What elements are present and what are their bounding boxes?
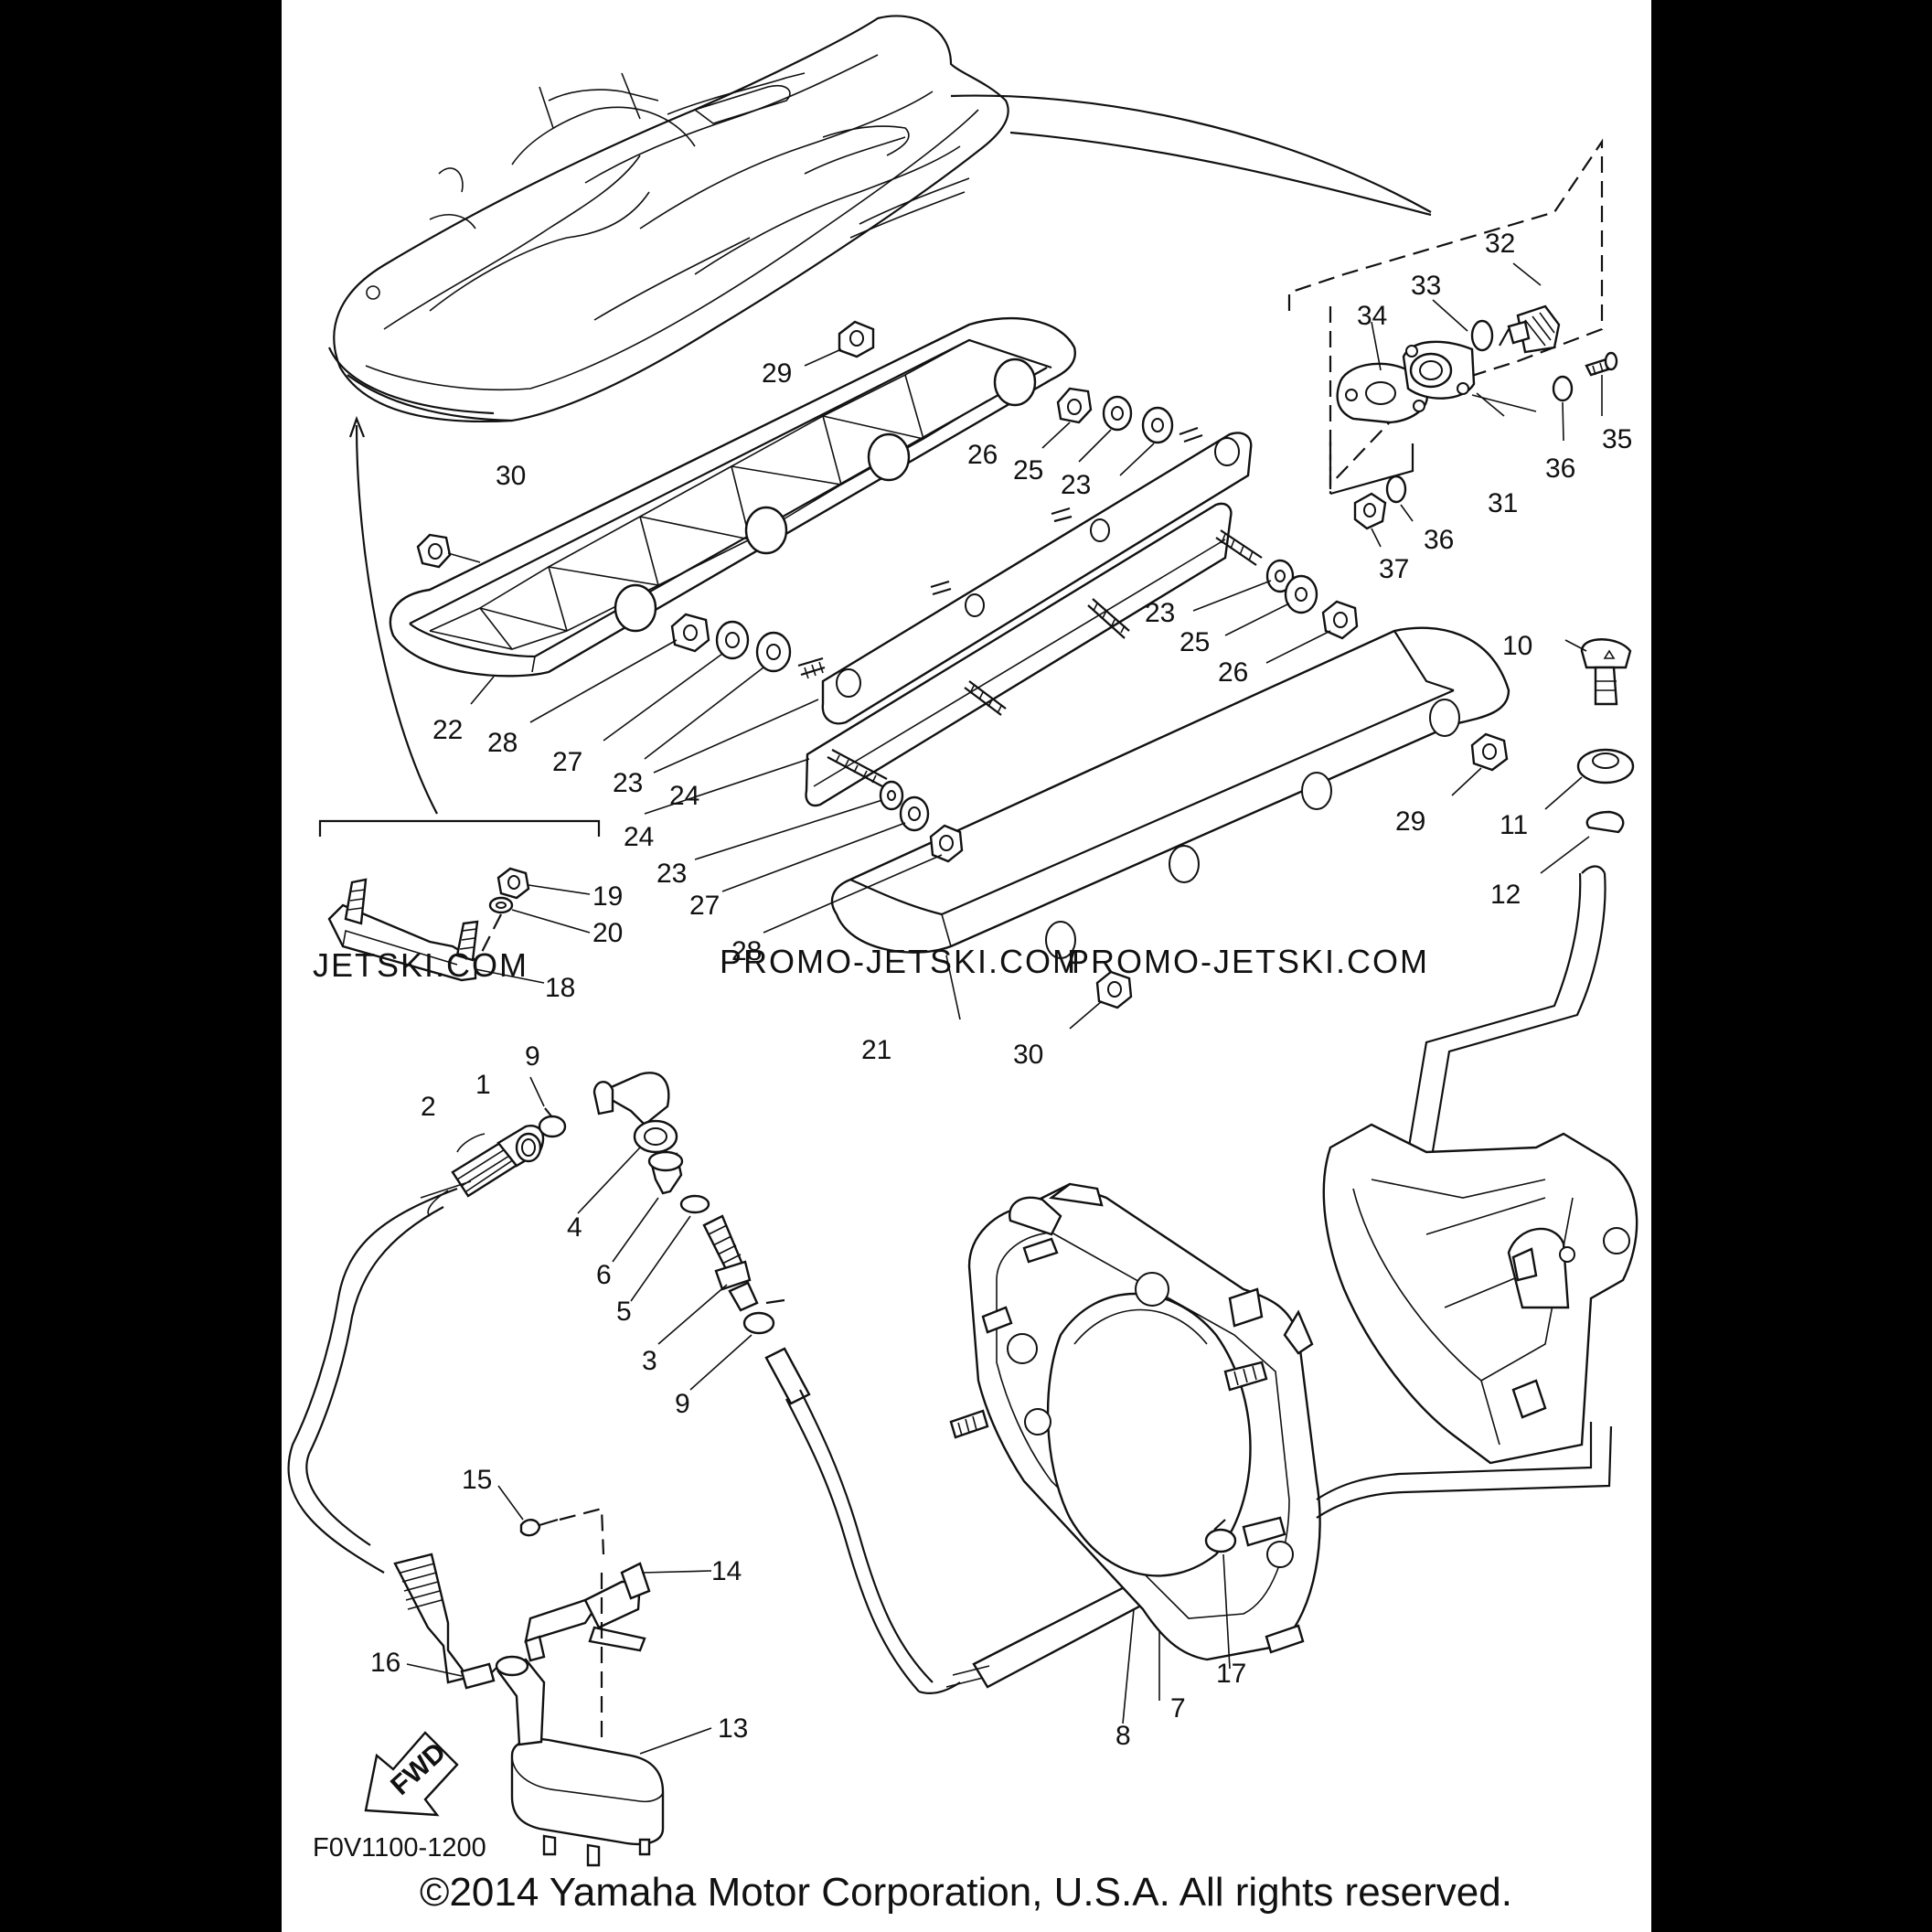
callout-27-b: 27 [689,891,720,921]
watermarks: JETSKI.COM PROMO-JETSKI.COM PROMO-JETSKI… [313,943,1429,984]
part-callouts: 1 2 3 4 5 6 7 8 9 9 10 11 12 13 14 15 16… [370,229,1632,1751]
drain-plug-inset [1287,138,1618,548]
callout-23-a: 23 [1061,470,1091,500]
callout-6: 6 [596,1260,612,1290]
callout-20: 20 [592,918,623,948]
callout-16: 16 [370,1648,400,1678]
callout-28-a: 28 [487,728,518,758]
callout-21: 21 [861,1035,891,1065]
forward-direction-arrow: FWD [364,1731,459,1817]
watercraft-hull-illustration [327,15,1432,815]
callout-23-c: 23 [613,768,643,798]
diagram-sheet [282,0,1651,1932]
callout-19: 19 [592,881,623,912]
callout-3: 3 [642,1346,657,1376]
callout-10: 10 [1502,631,1532,661]
callout-26-a: 26 [967,440,998,470]
cooling-water-fittings [287,1072,1203,1724]
callout-25-a: 25 [1013,455,1043,486]
callout-24-a: 24 [669,781,699,811]
callout-14: 14 [711,1556,742,1586]
callout-8: 8 [1115,1721,1131,1751]
callout-25-b: 25 [1179,627,1210,657]
watermark-2: PROMO-JETSKI.COM [720,943,1082,980]
callout-7: 7 [1170,1693,1186,1724]
callout-9-upper: 9 [525,1041,540,1072]
callout-24-b: 24 [624,822,654,852]
sponson-fasteners [416,320,1509,1030]
callout-13: 13 [718,1713,748,1744]
water-box-assembly [393,1485,712,1867]
callout-31: 31 [1488,488,1518,518]
callout-29-b: 29 [1395,806,1425,837]
callout-12: 12 [1490,880,1521,910]
callout-23-d: 23 [656,859,687,889]
callout-2: 2 [421,1092,436,1122]
callout-4: 4 [567,1212,582,1243]
bracket-inset [318,819,601,984]
callout-23-b: 23 [1145,598,1175,628]
callout-22: 22 [432,715,463,745]
callout-30-a: 30 [496,461,526,491]
sponson-right-21 [830,626,1510,1020]
spacer-plates-24 [644,426,1263,815]
callout-28-b: 28 [731,936,762,966]
callout-36-a: 36 [1545,454,1575,484]
callout-1: 1 [475,1070,491,1100]
diagram-reference-code: F0V1100-1200 [313,1833,486,1863]
callout-29-a: 29 [762,358,792,389]
bilge-drain-fittings [1406,638,1635,1158]
callout-17: 17 [1216,1659,1246,1689]
callout-11: 11 [1500,810,1528,840]
callout-15: 15 [462,1465,492,1495]
callout-5: 5 [616,1297,632,1327]
callout-27-a: 27 [552,747,582,777]
copyright-notice: ©2014 Yamaha Motor Corporation, U.S.A. A… [420,1870,1512,1915]
callout-30-b: 30 [1013,1040,1043,1070]
callout-37: 37 [1379,554,1409,584]
callout-26-b: 26 [1218,657,1248,688]
callout-34: 34 [1357,301,1387,331]
sponson-left-22 [389,316,1076,705]
callout-18: 18 [545,973,575,1003]
jet-pump-intake-housing [949,1123,1638,1670]
callout-32: 32 [1485,229,1515,259]
callout-35: 35 [1602,424,1632,454]
callout-9-lower: 9 [675,1389,690,1419]
callout-36-b: 36 [1424,525,1454,555]
watermark-1: JETSKI.COM [313,946,528,984]
watermark-3: PROMO-JETSKI.COM [1067,943,1429,980]
callout-33: 33 [1411,271,1441,301]
